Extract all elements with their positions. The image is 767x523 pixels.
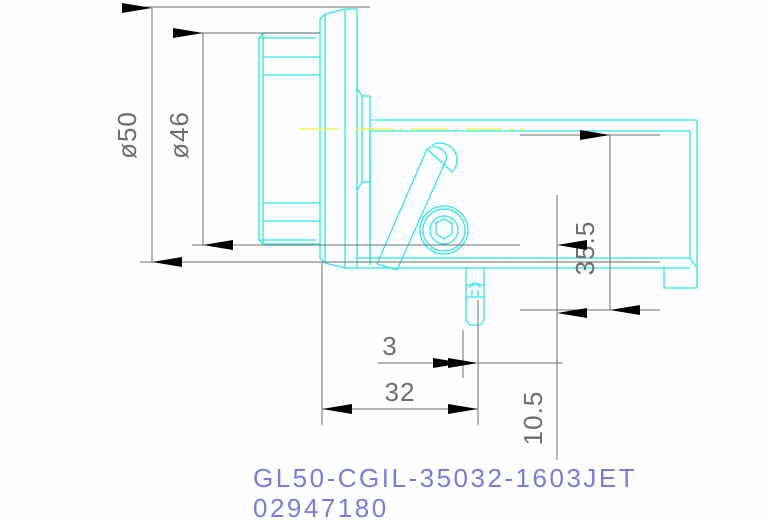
flange-shoulder: [356, 87, 371, 191]
dimension-dia-46: ø46: [164, 28, 233, 250]
title-block: GL50-CGIL-35032-1603JET 02947180: [253, 463, 637, 523]
dimension-dia-50: ø50: [112, 3, 182, 267]
dimension-label-dia50: ø50: [112, 111, 142, 159]
drawing-number-text: 02947180: [253, 493, 389, 523]
housing-lower-step: [663, 268, 698, 289]
part-geometry: [258, 8, 698, 326]
dimension-label-dia46: ø46: [164, 111, 194, 159]
part-number-text: GL50-CGIL-35032-1603JET: [253, 463, 637, 493]
dimension-label-105: 10.5: [518, 391, 548, 446]
bottom-pin-stem: [465, 268, 485, 326]
dimension-height-35-5: 35.5: [570, 130, 640, 315]
dimension-label-3: 3: [382, 331, 397, 361]
dimension-label-32: 32: [385, 377, 416, 407]
hex-socket-boss: [419, 205, 469, 255]
dimension-label-355: 35.5: [570, 221, 600, 276]
dimension-len-32: 32: [322, 377, 478, 414]
mounting-flange: [319, 8, 358, 269]
dimension-len-3: 3: [378, 331, 563, 368]
ribbed-cylinder-body: [258, 32, 320, 245]
dimension-height-10-5: 10.5: [518, 195, 587, 446]
